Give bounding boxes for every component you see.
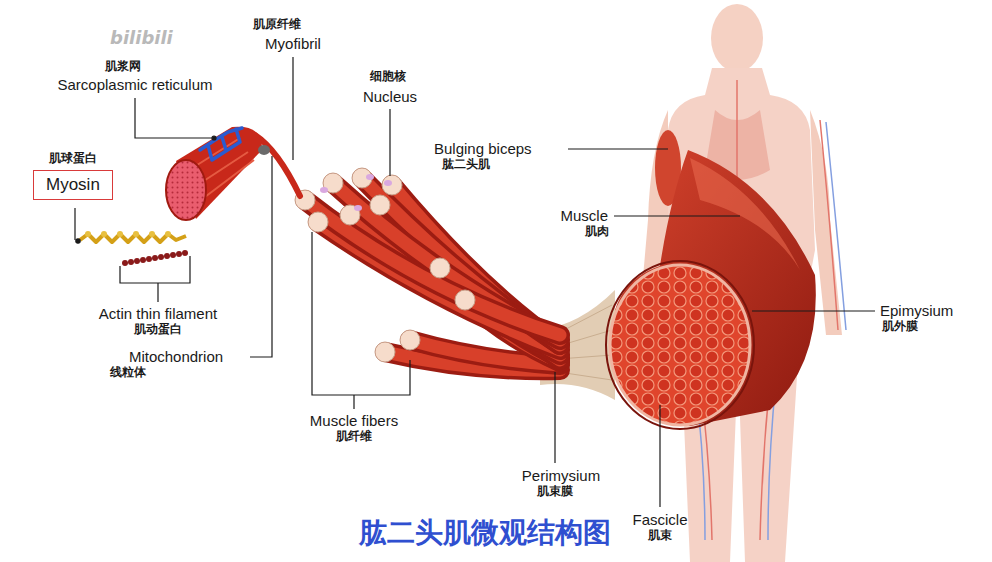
fiber — [305, 200, 560, 335]
actin-bead — [140, 257, 146, 263]
nucleus — [320, 187, 328, 193]
leader-line — [568, 148, 668, 149]
fiber-end — [375, 342, 395, 362]
box-text: Myosin — [46, 175, 100, 195]
part-label-zh: 肱二头肌 — [442, 158, 490, 172]
actin-bead — [164, 253, 170, 259]
muscle-highlight — [690, 158, 800, 270]
part-label: Perimysium — [522, 467, 600, 484]
reticulum-net — [200, 128, 242, 160]
part-label-zh: 细胞核 — [370, 70, 406, 84]
leader-line — [292, 57, 293, 160]
leader-line — [353, 395, 354, 409]
nucleus — [366, 174, 374, 180]
leader-line — [135, 98, 212, 138]
fiber-cross-section — [166, 160, 206, 220]
part-label: Muscle fibers — [310, 412, 398, 429]
leader-line — [389, 109, 390, 176]
part-label-zh: 线粒体 — [110, 366, 146, 380]
actin-bead — [176, 251, 182, 257]
actin-bead — [182, 250, 188, 256]
part-label: Mitochondrion — [129, 348, 223, 365]
fiber-end — [455, 290, 475, 310]
leader-bracket — [120, 256, 190, 283]
actin-filament — [122, 250, 188, 266]
leader-lines — [75, 57, 875, 507]
myosin-heads — [85, 231, 171, 237]
actin-bead — [146, 256, 152, 262]
fiber-ends — [295, 168, 475, 362]
leader-line — [752, 310, 875, 311]
myosin-head — [149, 231, 155, 237]
part-label-zh: 肌肉 — [585, 225, 609, 239]
nuclei — [320, 174, 392, 211]
fiber-end — [370, 195, 390, 215]
part-label-zh: 肌纤维 — [336, 430, 372, 444]
leader-dot — [76, 239, 80, 243]
mitochondrion — [258, 145, 270, 155]
muscle-cross-section — [610, 265, 750, 425]
part-label: Actin thin filament — [99, 305, 217, 322]
highlight-box: 肌球蛋白Myosin — [33, 170, 113, 200]
epimysium-rim — [606, 261, 754, 429]
fiber-end — [400, 330, 420, 350]
actin-bead — [158, 254, 164, 260]
leader-line — [74, 208, 75, 240]
myosin-head — [117, 231, 123, 237]
leader-line — [614, 215, 740, 216]
part-label: Epimysium — [880, 302, 953, 319]
myosin-head — [85, 231, 91, 237]
part-label-zh: 肌束膜 — [537, 485, 573, 499]
fiber-end — [382, 175, 402, 195]
leader-bracket — [312, 232, 410, 395]
myosin-head — [165, 231, 171, 237]
actin-bead — [170, 252, 176, 258]
part-label: Muscle — [560, 207, 608, 224]
leader-line — [554, 372, 555, 463]
head — [711, 4, 763, 72]
part-label: Sarcoplasmic reticulum — [57, 76, 212, 93]
part-label: Myofibril — [265, 35, 321, 52]
watermark: bilibili — [110, 28, 173, 49]
actin-bead — [128, 259, 134, 265]
myosin-head — [101, 231, 107, 237]
fiber-end — [308, 212, 328, 232]
part-label: Fascicle — [632, 511, 687, 528]
caption: 肱二头肌微观结构图 — [359, 514, 611, 552]
fiber-group — [305, 178, 560, 370]
leader-line — [659, 405, 660, 507]
box-heading: 肌球蛋白 — [49, 150, 97, 167]
nucleus — [384, 180, 392, 186]
part-label-zh: 肌外膜 — [882, 320, 918, 334]
fiber — [305, 200, 560, 335]
part-label-zh: 肌束 — [648, 529, 672, 543]
part-label-zh: 肌动蛋白 — [134, 323, 182, 337]
leader-line — [250, 156, 272, 357]
part-label-zh: 肌浆网 — [105, 60, 141, 74]
part-label-zh: 肌原纤维 — [253, 18, 301, 32]
part-label: Nucleus — [363, 88, 417, 105]
fiber-end — [430, 258, 450, 278]
leader-line — [157, 283, 158, 302]
actin-bead — [122, 260, 128, 266]
leader-dot — [212, 136, 216, 140]
actin-bead — [134, 258, 140, 264]
muscle-belly — [610, 150, 816, 426]
myosin-head — [133, 231, 139, 237]
nucleus — [354, 205, 362, 211]
actin-bead — [152, 255, 158, 261]
part-label: Bulging biceps — [434, 140, 532, 157]
